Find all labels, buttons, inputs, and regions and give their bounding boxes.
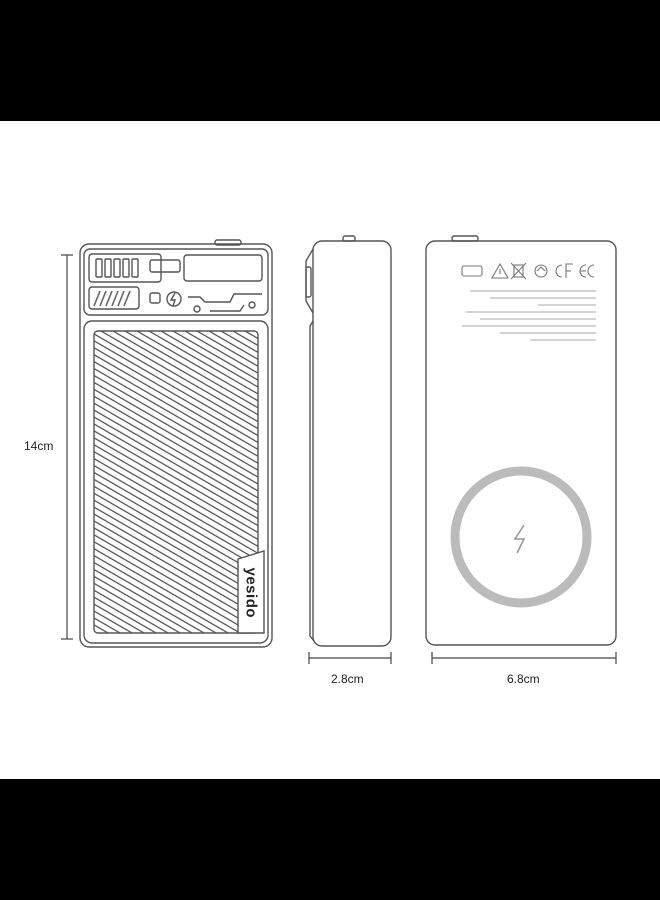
brand-logo: yesido <box>242 567 260 619</box>
recycle-icon <box>534 264 548 278</box>
back-view <box>425 235 617 646</box>
back-top-button <box>451 235 479 242</box>
width-dimension-line <box>431 652 617 664</box>
depth-label: 2.8cm <box>331 672 364 686</box>
rohs-mark <box>461 265 483 277</box>
diagram-canvas: 14cm 2.8cm 6.8cm yesido <box>0 121 660 779</box>
side-top-button <box>342 235 356 242</box>
back-body-outline <box>425 240 617 646</box>
height-dimension-line <box>61 254 73 640</box>
warning-icon <box>491 262 509 279</box>
spec-label-lines <box>462 290 596 341</box>
lightning-icon <box>513 524 526 554</box>
side-body-outline <box>312 240 392 647</box>
front-lower-panel <box>83 320 269 644</box>
magnetic-charging-ring <box>450 466 592 608</box>
side-grip-edge <box>309 320 315 642</box>
battery-gauge <box>88 286 140 310</box>
brand-tag <box>237 550 265 634</box>
display-badge <box>149 259 181 273</box>
lightning-small-icon <box>169 292 176 307</box>
led-window <box>88 253 162 283</box>
hatched-grip-area <box>93 330 259 634</box>
front-top-panel <box>83 248 269 316</box>
height-label: 14cm <box>24 439 54 453</box>
led-bars <box>95 258 139 278</box>
front-body-outline <box>79 243 273 648</box>
ce-mark <box>579 264 595 278</box>
certification-icons <box>461 262 595 280</box>
front-view <box>79 239 273 648</box>
front-top-button <box>214 239 242 246</box>
charge-indicator-icon <box>166 291 182 307</box>
circuit-trace-2 <box>210 304 245 312</box>
width-label: 6.8cm <box>507 672 540 686</box>
circuit-trace <box>188 293 262 303</box>
gauge-stripes <box>93 290 131 307</box>
depth-dimension-line <box>308 652 392 664</box>
dimension-diagram <box>61 235 617 664</box>
weee-bin-icon <box>510 262 527 280</box>
side-view <box>305 235 392 647</box>
fcc-mark <box>555 263 573 278</box>
circuit-window <box>183 254 263 282</box>
side-top-bump <box>305 248 314 314</box>
small-indicator <box>149 292 161 304</box>
